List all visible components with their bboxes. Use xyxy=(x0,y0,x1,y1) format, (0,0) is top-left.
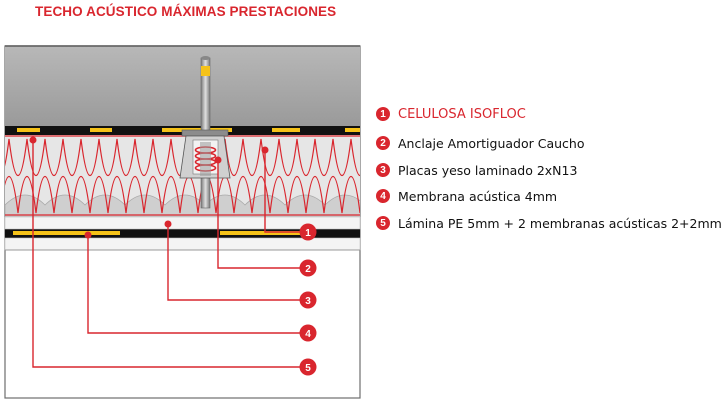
callout-3: 3 xyxy=(299,291,317,309)
concrete-slab xyxy=(5,46,360,126)
callout-2: 2 xyxy=(299,259,317,277)
plasterboard xyxy=(4,216,361,230)
callout-2-label: 2 xyxy=(305,264,311,275)
damper-anchor xyxy=(179,129,231,179)
legend-number-5: 5 xyxy=(376,216,390,230)
legend-text-2: Anclaje Amortiguador Caucho xyxy=(398,135,585,151)
ceiling-section-diagram: 1 2 3 4 5 xyxy=(4,45,361,399)
leader-3 xyxy=(167,224,300,301)
legend-number-4: 4 xyxy=(376,189,390,203)
leader-dots xyxy=(29,136,269,239)
insulation-bottom-waves xyxy=(5,194,360,217)
legend-number-1: 1 xyxy=(376,107,390,121)
legend-text-1: CELULOSA ISOFLOC xyxy=(398,106,526,122)
leader-5 xyxy=(32,140,300,368)
legend-number-3: 3 xyxy=(376,163,390,177)
legend-item-1: 1 CELULOSA ISOFLOC xyxy=(376,104,526,124)
diagram-title: TECHO ACÚSTICO MÁXIMAS PRESTACIONES xyxy=(35,4,337,19)
callout-1-label: 1 xyxy=(305,228,311,239)
legend-text-5: Lámina PE 5mm + 2 membranas acústicas 2+… xyxy=(398,215,722,231)
legend-item-2: 2 Anclaje Amortiguador Caucho xyxy=(376,133,584,153)
legend-text-3: Placas yeso laminado 2xN13 xyxy=(398,162,578,178)
callout-4-label: 4 xyxy=(305,329,311,340)
upper-membrane-dashes xyxy=(5,128,345,132)
legend-item-5: 5 Lámina PE 5mm + 2 membranas acústicas … xyxy=(376,213,722,233)
callout-5: 5 xyxy=(299,358,317,376)
rod-yellow-mark xyxy=(201,66,210,76)
legend-number-2: 2 xyxy=(376,136,390,150)
callout-5-label: 5 xyxy=(305,363,311,374)
leader-lines xyxy=(32,140,300,368)
callout-4: 4 xyxy=(299,324,317,342)
callout-3-label: 3 xyxy=(305,296,311,307)
leader-4 xyxy=(87,235,300,334)
leader-2 xyxy=(217,160,300,269)
legend-text-4: Membrana acústica 4mm xyxy=(398,188,558,204)
legend-item-3: 3 Placas yeso laminado 2xN13 xyxy=(376,160,577,180)
leader-1 xyxy=(264,150,300,233)
legend-item-4: 4 Membrana acústica 4mm xyxy=(376,186,557,206)
callout-1: 1 xyxy=(299,223,317,241)
